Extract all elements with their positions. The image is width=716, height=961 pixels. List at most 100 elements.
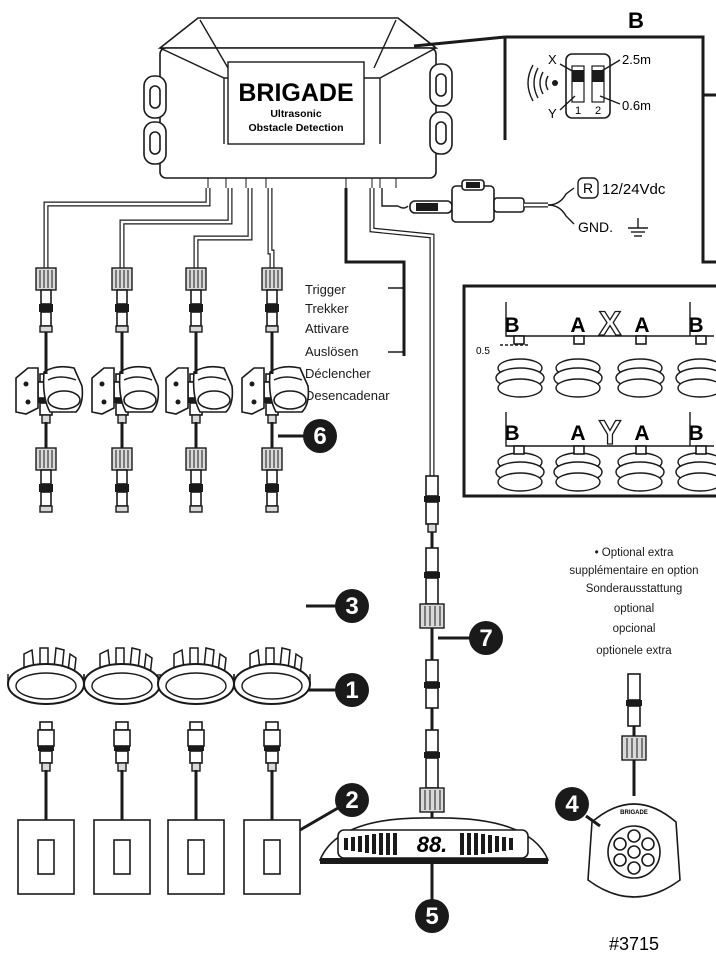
dist-y-label: 0.6m bbox=[622, 98, 651, 113]
switch-2-label: 2 bbox=[595, 105, 601, 117]
module-brand: BRIGADE bbox=[238, 79, 353, 107]
part-badge-5 bbox=[415, 899, 449, 933]
power-cable bbox=[381, 179, 575, 225]
dist-x-label: 2.5m bbox=[622, 52, 651, 67]
extension-connector bbox=[261, 267, 283, 333]
sensor-bracket bbox=[15, 365, 84, 415]
layout-cup bbox=[495, 358, 545, 398]
optional-line-3: Sonderausstattung bbox=[586, 583, 683, 595]
sensor-bezel bbox=[83, 647, 161, 705]
sensor-bezel bbox=[157, 647, 235, 705]
row-x-a-right: A bbox=[634, 314, 649, 337]
part-badge-4 bbox=[555, 787, 589, 821]
display-unit: 88. bbox=[318, 817, 550, 864]
sensor-column-1 bbox=[7, 267, 85, 895]
distance-bar-right bbox=[460, 833, 513, 855]
extension-connector bbox=[35, 267, 57, 333]
layout-cup bbox=[675, 358, 716, 398]
sensor-column-3 bbox=[157, 267, 235, 895]
trigger-wire bbox=[344, 188, 406, 356]
inset-b: B 1 2 X Y 2.5m 0.6m bbox=[413, 8, 716, 140]
button-brand: BRIGADE bbox=[620, 810, 648, 816]
product-code: #3715 bbox=[609, 934, 659, 954]
control-module: BRIGADE Ultrasonic Obstacle Detection bbox=[143, 17, 453, 188]
layout-cup bbox=[553, 452, 603, 492]
extension-connector bbox=[35, 447, 57, 513]
sensor-bracket bbox=[165, 365, 234, 415]
inset-b-title: B bbox=[628, 8, 644, 33]
part-callouts: 1 2 3 4 5 6 7 bbox=[278, 419, 601, 933]
switch-1-label: 1 bbox=[575, 105, 581, 117]
row-y-a-left: A bbox=[570, 422, 585, 445]
display-cable bbox=[369, 188, 435, 476]
trigger-label-en: Trigger bbox=[305, 282, 346, 297]
layout-cup bbox=[615, 358, 665, 398]
display-connectors bbox=[419, 475, 445, 822]
extension-connector bbox=[261, 447, 283, 513]
x-label: X bbox=[548, 52, 557, 67]
layout-cup bbox=[553, 358, 603, 398]
voltage-label: 12/24Vdc bbox=[602, 181, 666, 198]
sensor-layout-box: B A X A B 0.5 B A Y A B bbox=[462, 140, 716, 498]
layout-row-y: B A Y A B bbox=[495, 412, 716, 492]
optional-line-6: optionele extra bbox=[596, 645, 672, 657]
ground-label: GND. bbox=[578, 219, 613, 235]
part-number-6: 6 bbox=[313, 423, 326, 450]
sensor-connector bbox=[187, 721, 205, 772]
row-x-b-right: B bbox=[688, 314, 703, 337]
layout-cup bbox=[615, 452, 665, 492]
sensor-bracket bbox=[91, 365, 160, 415]
trigger-label-de: Auslösen bbox=[305, 344, 358, 359]
r-symbol: R bbox=[583, 180, 593, 196]
optional-line-5: opcional bbox=[613, 623, 656, 635]
display-digits: 88. bbox=[417, 832, 448, 857]
optional-line-4: optional bbox=[614, 603, 654, 615]
extension-connector bbox=[185, 267, 207, 333]
part-badge-2 bbox=[335, 783, 369, 817]
module-line-1: Ultrasonic bbox=[270, 108, 322, 120]
part-number-4: 4 bbox=[565, 791, 579, 818]
optional-line-1: • Optional extra bbox=[595, 547, 674, 559]
row-y-b-right: B bbox=[688, 422, 703, 445]
part-number-3: 3 bbox=[345, 593, 358, 620]
sensor-bezel bbox=[7, 647, 85, 705]
trigger-label-fr: Déclencher bbox=[305, 366, 371, 381]
optional-extra-note: • Optional extra supplémentaire en optio… bbox=[569, 547, 698, 657]
part-badge-1 bbox=[335, 673, 369, 707]
row-x-b-left: B bbox=[504, 314, 519, 337]
optional-line-2: supplémentaire en option bbox=[569, 565, 698, 577]
part-number-7: 7 bbox=[479, 625, 492, 652]
part-number-1: 1 bbox=[345, 677, 358, 704]
sound-wave-icon bbox=[527, 64, 558, 102]
part-badge-3 bbox=[335, 589, 369, 623]
sensor-columns bbox=[7, 267, 311, 895]
row-y-b-left: B bbox=[504, 422, 519, 445]
ground-icon bbox=[628, 218, 648, 237]
row-x-mode: X bbox=[599, 305, 622, 343]
remote-button: BRIGADE bbox=[587, 803, 681, 898]
trigger-label-it: Attivare bbox=[305, 321, 349, 336]
y-label: Y bbox=[548, 106, 557, 121]
trigger-labels: Trigger Trekker Attivare Auslösen Déclen… bbox=[305, 282, 390, 403]
offset-label: 0.5 bbox=[476, 346, 490, 357]
fuse-holder bbox=[451, 185, 495, 223]
power-labels: R 12/24Vdc GND. bbox=[577, 177, 666, 237]
distance-bar-left bbox=[344, 833, 397, 855]
sensor-connector bbox=[37, 721, 55, 772]
part-number-5: 5 bbox=[425, 903, 438, 930]
layout-cup bbox=[495, 452, 545, 492]
optional-connectors bbox=[621, 673, 647, 796]
trigger-label-es: Desencadenar bbox=[305, 388, 390, 403]
layout-row-x: B A X A B 0.5 bbox=[476, 302, 716, 398]
sensor-bracket bbox=[241, 365, 310, 415]
sensor-cables bbox=[43, 188, 275, 268]
sensor-column-4 bbox=[233, 267, 311, 895]
sensor-connector bbox=[263, 721, 281, 772]
sensor-connector bbox=[113, 721, 131, 772]
sensor-column-2 bbox=[83, 267, 161, 895]
module-line-2: Obstacle Detection bbox=[248, 122, 343, 134]
part-number-2: 2 bbox=[345, 787, 358, 814]
layout-cup bbox=[675, 452, 716, 492]
row-x-a-left: A bbox=[570, 314, 585, 337]
